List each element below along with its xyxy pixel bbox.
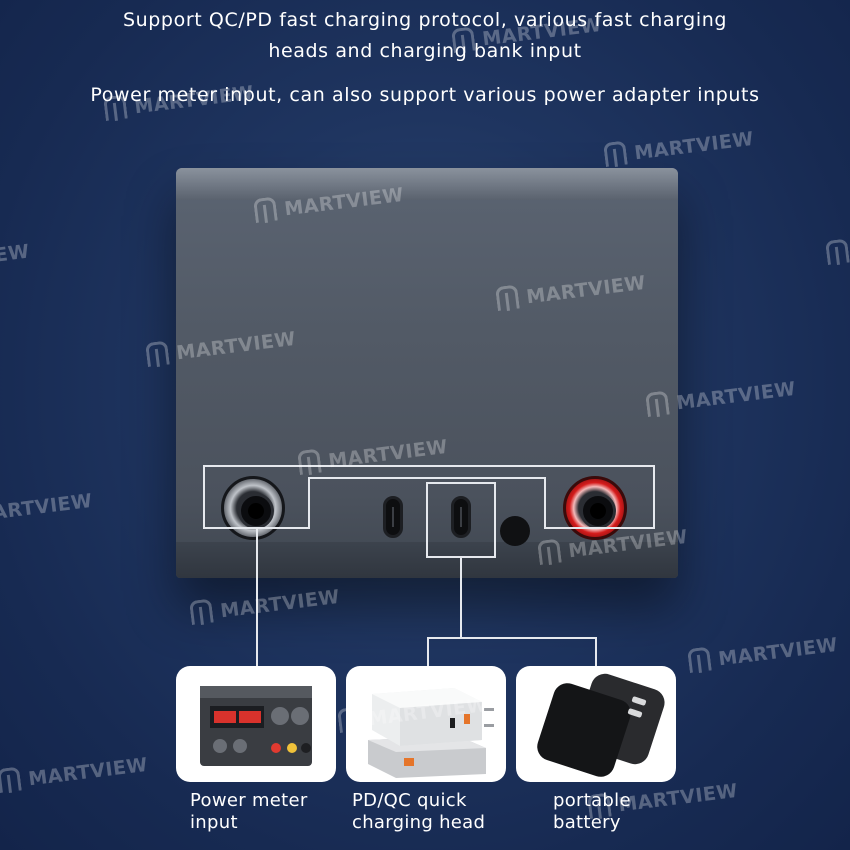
power-supply-meter-icon (200, 686, 312, 766)
headline-top: Support QC/PD fast charging protocol, va… (0, 5, 850, 67)
power-bank-icon (537, 673, 665, 777)
watermark: MARTVIEW (587, 777, 739, 820)
negative-banana-jack (221, 476, 285, 540)
usb-charger-icon (368, 688, 494, 778)
watermark: MARTVIEW (603, 125, 755, 168)
headline-line-3: Power meter input, can also support vari… (90, 84, 760, 106)
watermark: MARTVIEW (189, 583, 341, 626)
card-power-meter (176, 666, 336, 782)
caption-power-meter: Power meter input (190, 790, 308, 833)
watermark: MARTVIEW (687, 631, 839, 674)
usb-c-port-2 (451, 496, 471, 538)
card-quick-charger (346, 666, 506, 782)
watermark: MARTVIEW (0, 751, 149, 794)
caption-quick-charger: PD/QC quick charging head (352, 790, 486, 833)
indicator-hole (500, 516, 530, 546)
usb-c-port-1 (383, 496, 403, 538)
headline-line-1: Support QC/PD fast charging protocol, va… (122, 9, 728, 31)
watermark: MARTVIEW (825, 223, 850, 266)
callout-branch-line (427, 637, 597, 666)
watermark-partial: VIEW (0, 240, 31, 270)
headline-line-2: heads and charging bank input (268, 40, 582, 62)
watermark-partial: ARTVIEW (0, 489, 94, 525)
device-top-face (176, 168, 678, 200)
card-power-bank (516, 666, 676, 782)
